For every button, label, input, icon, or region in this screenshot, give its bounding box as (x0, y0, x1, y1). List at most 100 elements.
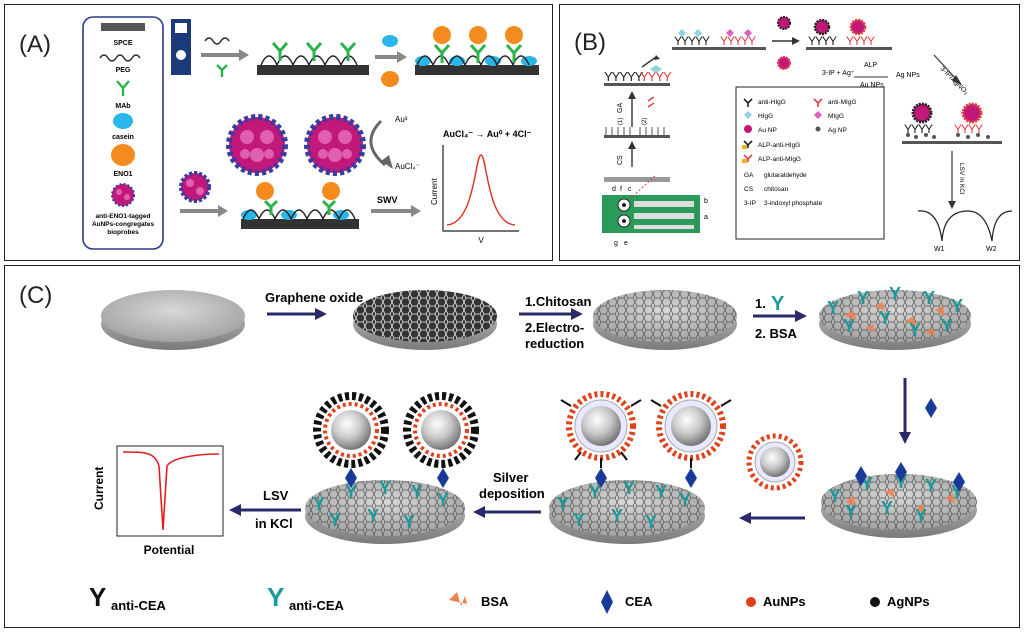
spce-strip-icon (171, 19, 191, 75)
silver-2: deposition (479, 486, 545, 501)
aunp-probe-1 (226, 114, 288, 176)
stage-middle (604, 127, 670, 138)
svg-text:Y: Y (857, 288, 869, 308)
svg-text:YYYYY: YYYYY (674, 34, 710, 48)
peg-icon (99, 54, 141, 62)
probe-small (746, 433, 804, 491)
probe-ag-1 (313, 392, 389, 468)
au3-label: Au³ (395, 115, 408, 124)
step3-num: 1. (755, 296, 766, 311)
leg-anti-migg: anti-MIgG (828, 99, 857, 106)
leg-higg: HIgG (758, 113, 773, 120)
probe-legend-icon (111, 183, 135, 207)
aunp-probe-small (179, 171, 211, 203)
lsv-c-xlabel: Potential (144, 543, 195, 557)
aucl4-label: AuCl₄⁻ (395, 162, 420, 171)
svg-text:YYYYY: YYYYY (604, 69, 644, 84)
leg-cs-abbr: CS (744, 186, 754, 193)
panel-b-label: (B) (574, 29, 606, 56)
swv-ylabel: Current (430, 178, 439, 205)
agnps-label: Ag NPs (896, 72, 920, 79)
svg-text:Y: Y (915, 506, 927, 526)
alp-label: ALP (864, 62, 878, 69)
lsv-plot (116, 445, 224, 537)
legend-casein: casein (112, 134, 134, 141)
svg-text:YYYY: YYYY (904, 122, 933, 136)
svg-text:Y: Y (367, 506, 379, 526)
svg-text:Y: Y (573, 510, 585, 530)
legend-c-cea-icon (601, 590, 613, 614)
lsv-c-curve (122, 451, 220, 531)
legend-probe-1: anti-ENO1-tagged (96, 213, 151, 220)
legend-c-agnp-icon (870, 597, 880, 607)
step-reduction: reduction (525, 336, 584, 351)
panel-b-diagram: YYYYY YYYY GA (1) (2) CS d f c b a g e (602, 16, 1013, 253)
legend-spce: SPCE (113, 40, 132, 47)
peak-w2: W2 (986, 246, 997, 253)
svg-text:Y: Y (879, 308, 891, 328)
swv-plot (442, 145, 519, 232)
svg-text:Y: Y (411, 482, 423, 502)
legend-c-4: CEA (625, 594, 653, 609)
aunps-label: Au NPs (860, 82, 884, 89)
swv-curve (446, 154, 516, 226)
svg-text:Y: Y (843, 316, 855, 336)
legend-peg: PEG (116, 67, 131, 74)
svg-text:Y: Y (645, 512, 657, 532)
step3-antibody-icon: Y (771, 293, 785, 315)
legend-c-y-teal: Y (267, 582, 284, 612)
step-ga: GA (617, 103, 624, 113)
svg-text:YYYY: YYYY (808, 34, 837, 48)
legend-box (82, 16, 164, 250)
legend-c-bsa-icon (449, 592, 467, 606)
legend-probe-2: AuNPs-congregates (92, 221, 155, 228)
panel-c-label: (C) (19, 282, 53, 309)
panel-c: (C) Graphene oxide (4, 265, 1020, 628)
step3-bsa: 2. BSA (755, 326, 798, 341)
electrode-3 (241, 182, 359, 229)
alp-conjugates (777, 16, 791, 70)
step-electro: 2.Electro- (525, 320, 584, 335)
panel-a-diagram: SPCE PEG MAb casein ENO1 anti-ENO1-tagge… (82, 16, 539, 250)
svg-text:Y: Y (889, 284, 901, 304)
lsv-c-1: LSV (263, 488, 289, 503)
svg-text:Y: Y (329, 510, 341, 530)
el-e: e (624, 240, 628, 247)
leg-anti-higg: anti-HIgG (758, 99, 786, 106)
svg-text:Y: Y (951, 296, 963, 316)
spce-icon (101, 23, 145, 31)
svg-text:Y: Y (611, 506, 623, 526)
svg-text:YYYYY: YYYYY (720, 34, 756, 48)
electrode-2 (415, 26, 539, 75)
step-chitosan: 1.Chitosan (525, 294, 592, 309)
swv-xlabel: V (478, 236, 484, 245)
leg-ag-np: Ag NP (828, 127, 847, 134)
leg-ga-full: glutaraldehyde (764, 172, 807, 179)
svg-text:YYYY: YYYY (846, 34, 875, 48)
top-stage-1: YYYYY YYYYY (672, 29, 766, 50)
el-g: g (614, 240, 618, 247)
silver-1: Silver (493, 470, 528, 485)
disc-plain (101, 290, 245, 350)
legend-c-aunp-icon (746, 597, 756, 607)
peak-w1: W1 (934, 246, 945, 253)
svg-text:Y: Y (379, 478, 391, 498)
panel-a: (A) SPCE PEG MAb casein ENO1 anti-ENO1-t… (4, 4, 553, 261)
reaction-text: AuCl₄⁻ → Au⁰ + 4Cl⁻ (443, 129, 532, 139)
legend-c-3: BSA (481, 594, 509, 609)
legend-c-1: anti-CEA (111, 598, 167, 613)
disc-graphene-oxide (353, 290, 497, 350)
leg-migg: MIgG (828, 113, 844, 120)
electrode-chip (602, 195, 700, 233)
probe-au-2 (650, 391, 732, 468)
el-b: b (704, 198, 708, 205)
probe-au-1 (560, 391, 642, 468)
legend-c-5: AuNPs (763, 594, 806, 609)
stage-top-base (604, 83, 670, 86)
leg-ip-full: 3-indoxyl phosphate (764, 200, 823, 207)
lsv-curve (917, 210, 1013, 242)
svg-text:Y: Y (403, 512, 415, 532)
panel-a-label: (A) (19, 31, 51, 58)
